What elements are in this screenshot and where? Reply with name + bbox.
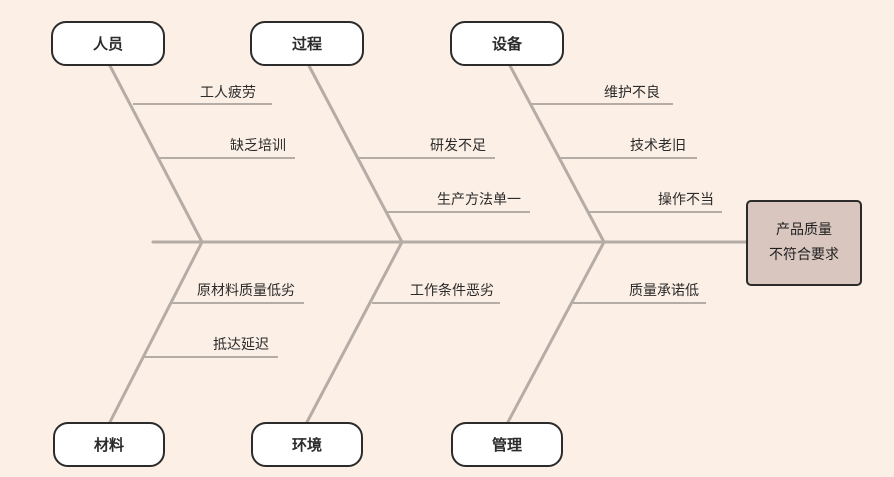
category-equipment: 设备 — [450, 21, 564, 66]
category-people: 人员 — [51, 21, 165, 66]
category-label: 过程 — [292, 35, 322, 53]
category-management: 管理 — [451, 422, 563, 467]
category-materials: 材料 — [53, 422, 165, 467]
category-label: 人员 — [93, 35, 123, 53]
cause-management-1: 质量承诺低 — [573, 283, 706, 304]
cause-equipment-2: 技术老旧 — [560, 138, 697, 159]
cause-label: 缺乏培训 — [230, 138, 286, 154]
bone-materials — [108, 240, 204, 424]
cause-process-2: 生产方法单一 — [386, 192, 530, 213]
cause-materials-2: 抵达延迟 — [143, 337, 278, 358]
cause-label: 技术老旧 — [630, 138, 686, 154]
category-process: 过程 — [250, 21, 364, 66]
category-label: 环境 — [292, 436, 322, 454]
cause-label: 原材料质量低劣 — [197, 283, 295, 299]
cause-equipment-3: 操作不当 — [588, 192, 722, 213]
cause-label: 抵达延迟 — [213, 337, 269, 353]
bone-management — [506, 240, 606, 424]
category-label: 设备 — [492, 35, 523, 53]
cause-label: 研发不足 — [430, 138, 486, 154]
cause-people-2: 缺乏培训 — [158, 138, 295, 159]
cause-label: 维护不良 — [604, 85, 660, 101]
bone-people — [106, 60, 204, 244]
effect-label-line-2: 不符合要求 — [769, 247, 839, 263]
cause-label: 工人疲劳 — [200, 84, 256, 101]
category-environment: 环境 — [251, 422, 363, 467]
bone-environment — [305, 240, 404, 424]
cause-equipment-1: 维护不良 — [531, 85, 673, 105]
effect-box: 产品质量 不符合要求 — [746, 200, 862, 286]
category-label: 管理 — [492, 436, 522, 454]
cause-label: 工作条件恶劣 — [410, 282, 494, 299]
cause-label: 生产方法单一 — [437, 192, 521, 208]
cause-process-1: 研发不足 — [357, 138, 495, 159]
cause-environment-1: 工作条件恶劣 — [372, 282, 500, 304]
cause-materials-1: 原材料质量低劣 — [171, 283, 304, 304]
cause-people-1: 工人疲劳 — [133, 84, 272, 105]
category-label: 材料 — [94, 436, 124, 454]
cause-label: 质量承诺低 — [629, 283, 699, 299]
effect-label-line-1: 产品质量 — [776, 222, 832, 238]
cause-label: 操作不当 — [658, 192, 714, 208]
